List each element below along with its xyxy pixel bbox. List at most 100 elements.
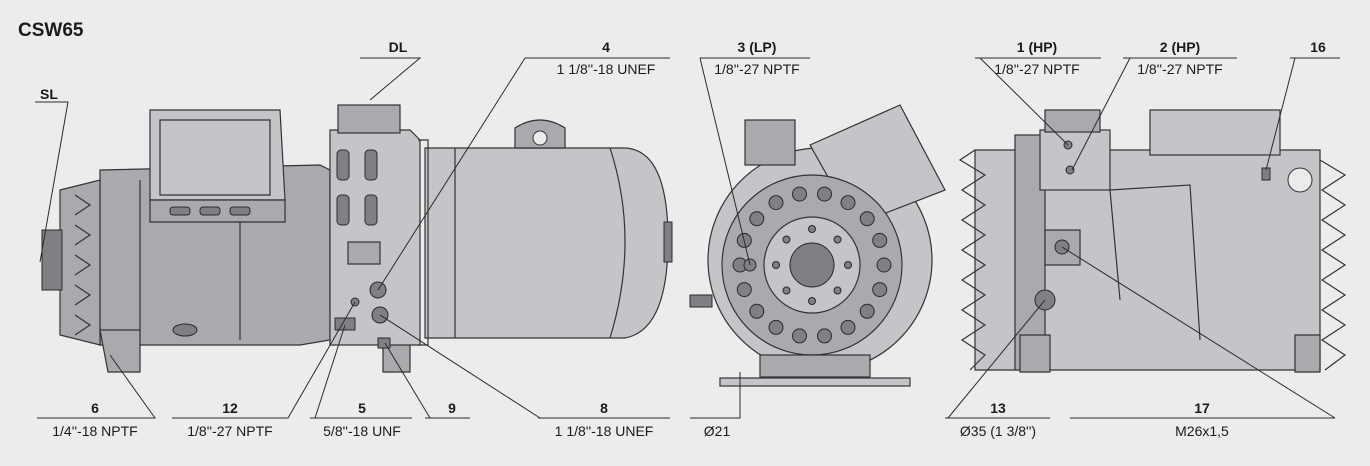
label-17: 17 xyxy=(1194,400,1210,416)
label-12: 12 xyxy=(222,400,238,416)
flange-bolt xyxy=(768,319,784,335)
flange-bolt xyxy=(872,282,888,298)
terminal-box-rear xyxy=(1149,109,1281,156)
spec-8: 1 1/8''-18 UNEF xyxy=(555,423,654,439)
flange-bolt xyxy=(859,211,875,227)
p2-leader xyxy=(1071,57,1237,171)
port-2 xyxy=(1065,165,1075,175)
label-5: 5 xyxy=(358,400,366,416)
cable-gland xyxy=(229,206,251,216)
dl-leader xyxy=(360,57,422,101)
label-1: 1 (HP) xyxy=(1017,39,1057,55)
discharge-cap xyxy=(1044,109,1101,133)
label-2: 2 (HP) xyxy=(1160,39,1200,55)
model-title: CSW65 xyxy=(18,20,84,41)
base-rail xyxy=(719,377,911,387)
flange-bolt xyxy=(840,195,856,211)
disc-bolt xyxy=(782,235,791,244)
disc-bolt xyxy=(844,261,852,269)
label-3: 3 (LP) xyxy=(738,39,777,55)
p4-leader xyxy=(377,57,670,291)
disc-bolt xyxy=(772,261,780,269)
disc-bolt xyxy=(833,286,842,295)
spec-3: 1/8''-27 NPTF xyxy=(714,61,799,77)
valve xyxy=(364,194,378,226)
rear-view xyxy=(958,109,1347,373)
rear-fins-right xyxy=(1319,159,1347,371)
connection-plate xyxy=(347,241,381,265)
cable-gland xyxy=(199,206,221,216)
port-16 xyxy=(1261,167,1271,181)
suction-end-cover xyxy=(59,179,101,346)
spec-5: 5/8''-18 UNF xyxy=(323,423,401,439)
flange-bolt xyxy=(736,282,752,298)
flange-bolt xyxy=(768,195,784,211)
spec-4: 1 1/8''-18 UNEF xyxy=(557,61,656,77)
flange-bolt xyxy=(840,319,856,335)
flange-bolts xyxy=(732,186,892,344)
callout-labels: SL DL 4 1 1/8''-18 UNEF 3 (LP) 1/8''-27 … xyxy=(40,39,1326,439)
valve xyxy=(364,149,378,181)
d21-leader xyxy=(690,372,741,419)
p8-leader xyxy=(379,314,670,419)
label-16: 16 xyxy=(1310,39,1326,55)
housing-contour xyxy=(139,180,241,340)
rear-contour xyxy=(1109,184,1201,341)
tank-contour xyxy=(454,147,626,339)
discharge-stub xyxy=(744,119,796,166)
shaft-bore xyxy=(789,242,835,288)
disc-bolt xyxy=(833,235,842,244)
oil-separator-tank xyxy=(424,147,669,339)
rear-fins-left xyxy=(958,149,987,371)
p5-leader xyxy=(310,324,412,419)
disc-bolt xyxy=(808,297,816,305)
sight-glass xyxy=(172,323,198,337)
p13-leader xyxy=(945,299,1050,419)
valve xyxy=(336,149,350,181)
label-6: 6 xyxy=(91,400,99,416)
terminal-box-lid xyxy=(159,119,271,196)
p3-leader xyxy=(699,57,810,266)
label-8: 8 xyxy=(600,400,608,416)
label-4: 4 xyxy=(602,39,610,55)
terminal-box xyxy=(149,109,286,201)
spec-17: M26x1,5 xyxy=(1175,423,1229,439)
spec-1: 1/8''-27 NPTF xyxy=(994,61,1079,77)
flange-bolt xyxy=(792,328,807,344)
p17-leader xyxy=(1061,246,1336,419)
flange-bolt xyxy=(872,232,888,248)
flange-bolt xyxy=(749,303,765,319)
label-9: 9 xyxy=(448,400,456,416)
discharge-flange xyxy=(337,104,401,134)
label-sl: SL xyxy=(40,86,58,102)
spec-6: 1/4''-18 NPTF xyxy=(52,423,137,439)
p12-leader xyxy=(172,301,356,419)
block-side xyxy=(418,139,429,346)
mounting-foot xyxy=(99,329,141,373)
side-connection xyxy=(689,294,713,308)
spec-13: Ø35 (1 3/8'') xyxy=(960,423,1036,439)
discharge-tower xyxy=(1039,129,1111,191)
disc-bolt xyxy=(808,225,816,233)
tank-plug xyxy=(663,221,673,263)
leader-lines xyxy=(35,57,1340,419)
base-plate xyxy=(759,354,871,378)
cover-bolts xyxy=(74,194,92,336)
p9-leader xyxy=(384,342,470,419)
p1-leader xyxy=(975,57,1101,146)
valve xyxy=(336,194,350,226)
p6-leader xyxy=(37,354,156,419)
side-view xyxy=(41,104,673,373)
sl-leader xyxy=(35,101,69,263)
flange-bolt xyxy=(749,211,765,227)
flange-bolt xyxy=(859,303,875,319)
flange-bolt xyxy=(876,257,892,273)
label-13: 13 xyxy=(990,400,1006,416)
lifting-eye-hole xyxy=(532,130,548,146)
flange-bolt xyxy=(792,186,807,202)
spec-12: 1/8''-27 NPTF xyxy=(187,423,272,439)
spec-d21: Ø21 xyxy=(704,423,731,439)
cable-gland xyxy=(169,206,191,216)
